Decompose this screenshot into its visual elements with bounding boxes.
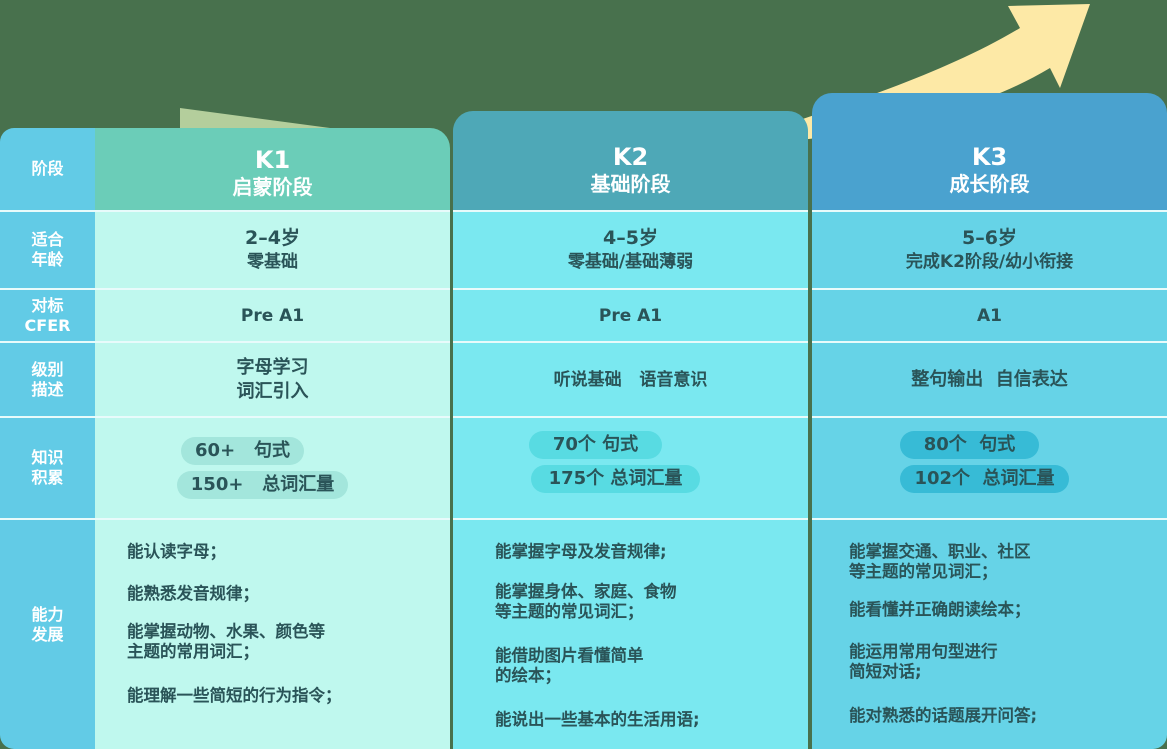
age-note: 零基础 — [247, 252, 298, 272]
cefr-value: Pre A1 — [598, 305, 663, 326]
ability-item: 能运用常用句型进行 简短对话; — [849, 642, 998, 681]
label-text: 年龄 — [31, 250, 64, 269]
label-stage: 阶段 — [0, 128, 95, 210]
cefr-value: Pre A1 — [240, 305, 305, 326]
ability-item: 能认读字母； — [127, 542, 226, 561]
label-text: 积累 — [31, 468, 64, 487]
label-text: 能力 — [31, 605, 64, 624]
k3-knowledge: 80个 句式 102个 总词汇量 — [812, 418, 1167, 518]
label-text: 描述 — [31, 379, 64, 399]
description-line: 字母学习 — [236, 356, 309, 378]
vocabulary-badge: 175个 总词汇量 — [530, 465, 701, 493]
label-text: CFER — [24, 315, 71, 335]
description-line: 整句输出 自信表达 — [911, 368, 1068, 390]
label-text: 级别 — [31, 359, 64, 379]
ability-item: 能熟悉发音规律； — [127, 584, 259, 603]
label-age: 适合年龄 — [0, 212, 95, 288]
k3-cefr: A1 — [812, 290, 1167, 341]
sentence-pattern-badge: 70个 句式 — [528, 431, 663, 459]
level-code: K2 — [612, 143, 649, 171]
k1-cefr: Pre A1 — [95, 290, 450, 341]
label-knowledge: 知识积累 — [0, 418, 95, 518]
k3-age: 5–6岁完成K2阶段/幼小衔接 — [812, 212, 1167, 288]
ability-item: 能对熟悉的话题展开问答; — [849, 706, 1038, 725]
label-text: 知识 — [31, 448, 64, 467]
label-text: 适合 — [31, 230, 64, 249]
cefr-value: A1 — [977, 305, 1002, 326]
k3-header: K3 成长阶段 — [812, 135, 1167, 205]
age-note: 零基础/基础薄弱 — [567, 252, 694, 272]
k2-abilities: 能掌握字母及发音规律; 能掌握身体、家庭、食物 等主题的常见词汇； 能借助图片看… — [453, 520, 808, 749]
k1-age: 2–4岁零基础 — [95, 212, 450, 288]
ability-item: 能掌握身体、家庭、食物 等主题的常见词汇； — [495, 582, 677, 621]
level-code: K3 — [971, 143, 1008, 171]
k2-description: 听说基础 语音意识 — [453, 343, 808, 416]
k1-description: 字母学习词汇引入 — [95, 343, 450, 416]
level-column-k1: K1 启蒙阶段 2–4岁零基础 Pre A1 字母学习词汇引入 60+ 句式 1… — [95, 0, 450, 749]
label-text: 对标 — [31, 295, 64, 315]
level-code: K1 — [254, 146, 291, 174]
sentence-pattern-badge: 60+ 句式 — [181, 437, 304, 465]
age-note: 完成K2阶段/幼小衔接 — [905, 252, 1074, 272]
label-level: 级别描述 — [0, 343, 95, 416]
label-ability: 能力发展 — [0, 520, 95, 730]
label-text: 阶段 — [31, 159, 64, 178]
stage-name: 成长阶段 — [949, 172, 1030, 196]
k2-knowledge: 70个 句式 175个 总词汇量 — [453, 418, 808, 518]
level-column-k3: K3 成长阶段 5–6岁完成K2阶段/幼小衔接 A1 整句输出 自信表达 80个… — [812, 0, 1167, 749]
k1-knowledge: 60+ 句式 150+ 总词汇量 — [95, 418, 450, 518]
ability-item: 能掌握交通、职业、社区 等主题的常见词汇； — [849, 542, 1031, 581]
ability-item: 能看懂并正确朗读绘本； — [849, 600, 1031, 619]
ability-item: 能借助图片看懂简单 的绘本； — [495, 646, 644, 685]
level-column-k2: K2 基础阶段 4–5岁零基础/基础薄弱 Pre A1 听说基础 语音意识 70… — [453, 0, 808, 749]
k2-cefr: Pre A1 — [453, 290, 808, 341]
k3-abilities: 能掌握交通、职业、社区 等主题的常见词汇； 能看懂并正确朗读绘本； 能运用常用句… — [812, 520, 1167, 749]
sentence-pattern-badge: 80个 句式 — [899, 431, 1040, 459]
ability-item: 能掌握字母及发音规律; — [495, 542, 667, 561]
ability-item: 能说出一些基本的生活用语; — [495, 710, 700, 729]
label-text: 发展 — [31, 625, 64, 644]
age-range: 2–4岁 — [245, 227, 300, 249]
ability-item: 能掌握动物、水果、颜色等 主题的常用词汇； — [127, 622, 325, 661]
k2-age: 4–5岁零基础/基础薄弱 — [453, 212, 808, 288]
k2-header: K2 基础阶段 — [453, 135, 808, 205]
age-range: 4–5岁 — [603, 227, 658, 249]
age-range: 5–6岁 — [962, 227, 1017, 249]
k3-description: 整句输出 自信表达 — [812, 343, 1167, 416]
k1-header: K1 启蒙阶段 — [95, 138, 450, 208]
description-line: 词汇引入 — [236, 380, 309, 402]
stage-name: 启蒙阶段 — [232, 175, 313, 199]
k1-abilities: 能认读字母； 能熟悉发音规律； 能掌握动物、水果、颜色等 主题的常用词汇； 能理… — [95, 520, 450, 749]
vocabulary-badge: 150+ 总词汇量 — [176, 471, 349, 499]
stage-name: 基础阶段 — [590, 172, 671, 196]
vocabulary-badge: 102个 总词汇量 — [900, 465, 1069, 493]
description-line: 听说基础 语音意识 — [553, 369, 708, 390]
ability-item: 能理解一些简短的行为指令； — [127, 686, 342, 705]
